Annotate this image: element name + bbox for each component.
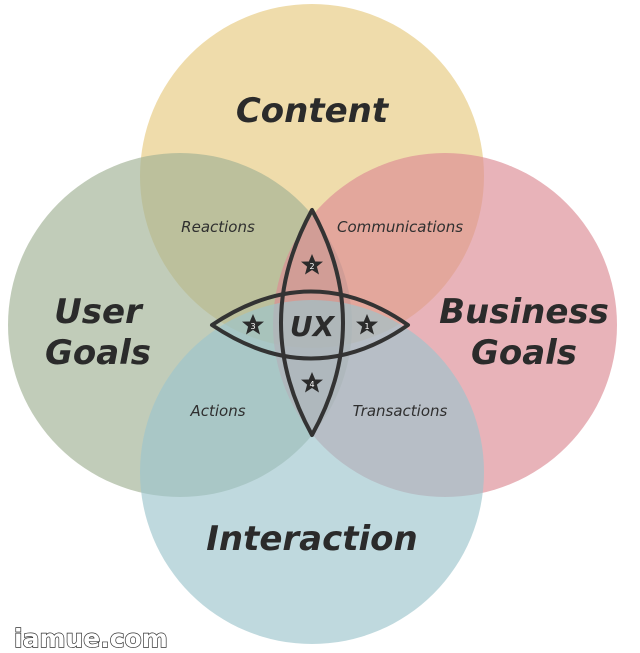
business-goals-label-line1: Business [439,292,609,332]
star-badge-3: 3 [242,314,264,335]
content-label: Content [236,91,390,131]
user-goals-label-line2: Goals [45,333,151,373]
watermark: iamue.com [14,624,168,653]
transactions-label: Transactions [353,402,448,420]
star-badge-4: 4 [301,372,323,393]
star-badge-1: 1 [356,314,378,335]
communications-label: Communications [337,218,463,236]
star-icon [301,254,323,275]
actions-label: Actions [189,402,245,420]
business-goals-label-line2: Goals [471,333,577,373]
star-badge-2: 2 [301,254,323,275]
ux-center-label: UX [290,310,336,343]
star-icon [242,314,264,335]
user-goals-label-line1: User [54,292,144,332]
star-icon [356,314,378,335]
star-number: 3 [250,322,255,331]
interaction-circle [140,300,484,644]
reactions-label: Reactions [181,218,255,236]
star-icon [301,372,323,393]
interaction-label: Interaction [206,519,418,559]
star-number: 4 [309,380,314,389]
ux-vertical-lens [279,208,345,437]
star-number: 2 [309,262,314,271]
ux-horizontal-lens [210,289,410,361]
star-number: 1 [364,322,369,331]
